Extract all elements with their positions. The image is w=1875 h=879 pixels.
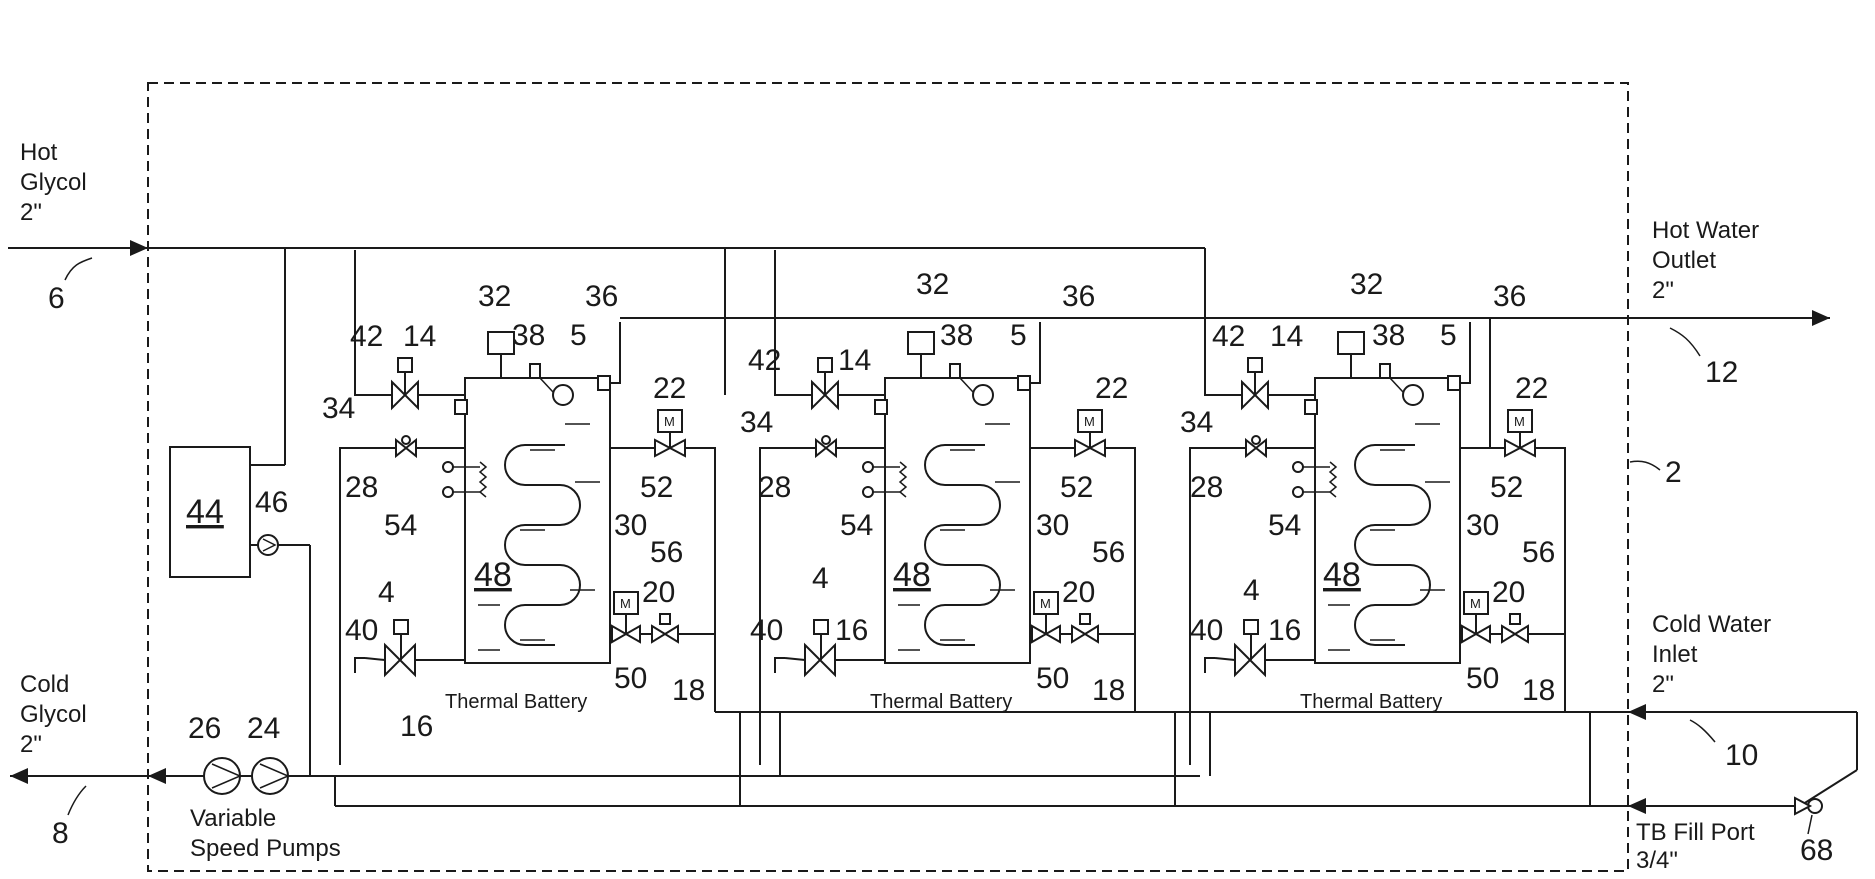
svg-text:16: 16 [1268,614,1301,647]
svg-text:50: 50 [1036,662,1069,695]
svg-text:56: 56 [650,536,683,569]
svg-text:14: 14 [403,320,436,353]
svg-text:Speed Pumps: Speed Pumps [190,835,341,862]
svg-text:32: 32 [916,268,949,301]
thermal-battery-label-1: Thermal Battery [445,691,587,713]
svg-text:40: 40 [1190,614,1223,647]
svg-text:50: 50 [1466,662,1499,695]
svg-text:18: 18 [672,674,705,707]
svg-text:22: 22 [1515,372,1548,405]
svg-text:56: 56 [1092,536,1125,569]
svg-text:42: 42 [1212,320,1245,353]
svg-text:28: 28 [1190,471,1223,504]
svg-text:28: 28 [345,471,378,504]
svg-text:Glycol: Glycol [20,169,87,196]
svg-text:56: 56 [1522,536,1555,569]
svg-text:20: 20 [1062,576,1095,609]
cold-water-label: Cold Water [1652,611,1771,638]
svg-text:36: 36 [585,280,618,313]
ref-46: 46 [255,486,288,519]
svg-text:42: 42 [350,320,383,353]
svg-text:38: 38 [512,319,545,352]
svg-text:4: 4 [1243,574,1260,607]
svg-text:5: 5 [1440,319,1457,352]
svg-text:18: 18 [1092,674,1125,707]
svg-text:22: 22 [653,372,686,405]
hot-glycol-label: Hot [20,139,58,166]
pump-24 [252,758,288,794]
svg-text:36: 36 [1493,280,1526,313]
svg-text:38: 38 [1372,319,1405,352]
ref-10: 10 [1725,739,1758,772]
svg-text:Inlet: Inlet [1652,641,1698,668]
svg-text:2": 2" [1652,671,1674,698]
svg-text:Outlet: Outlet [1652,247,1716,274]
svg-text:18: 18 [1522,674,1555,707]
svg-text:42: 42 [748,344,781,377]
svg-text:14: 14 [1270,320,1303,353]
hot-water-label: Hot Water [1652,217,1759,244]
svg-text:54: 54 [384,509,417,542]
svg-text:50: 50 [614,662,647,695]
svg-text:Glycol: Glycol [20,701,87,728]
ref-2: 2 [1665,456,1682,489]
ref-8: 8 [52,817,69,850]
svg-text:48: 48 [474,556,512,594]
svg-text:34: 34 [1180,406,1213,439]
svg-text:4: 4 [812,562,829,595]
svg-text:30: 30 [614,509,647,542]
svg-text:14: 14 [838,344,871,377]
pump-26 [204,758,240,794]
svg-text:16: 16 [835,614,868,647]
svg-text:2": 2" [20,199,42,226]
svg-text:48: 48 [1323,556,1361,594]
ref-26: 26 [188,712,221,745]
ref-12: 12 [1705,356,1738,389]
tb-fill-port-label: TB Fill Port [1636,819,1755,846]
svg-text:54: 54 [1268,509,1301,542]
thermal-battery-label-3: Thermal Battery [1300,691,1442,713]
thermal-battery-label-2: Thermal Battery [870,691,1012,713]
svg-text:28: 28 [758,471,791,504]
svg-text:38: 38 [940,319,973,352]
svg-text:2": 2" [1652,277,1674,304]
svg-text:40: 40 [750,614,783,647]
svg-text:16: 16 [400,710,433,743]
pumps-label: Variable [190,805,276,832]
svg-text:5: 5 [570,319,587,352]
controller-ref: 44 [186,493,224,531]
svg-text:30: 30 [1466,509,1499,542]
svg-text:52: 52 [1490,471,1523,504]
svg-text:32: 32 [1350,268,1383,301]
svg-text:36: 36 [1062,280,1095,313]
cold-glycol-label: Cold [20,671,69,698]
svg-text:40: 40 [345,614,378,647]
ref-68: 68 [1800,834,1833,867]
svg-text:52: 52 [640,471,673,504]
ref-24: 24 [247,712,280,745]
svg-text:20: 20 [642,576,675,609]
svg-text:32: 32 [478,280,511,313]
svg-text:30: 30 [1036,509,1069,542]
svg-text:5: 5 [1010,319,1027,352]
svg-text:4: 4 [378,576,395,609]
svg-text:48: 48 [893,556,931,594]
svg-text:22: 22 [1095,372,1128,405]
svg-text:20: 20 [1492,576,1525,609]
svg-text:2": 2" [20,731,42,758]
svg-text:34: 34 [740,406,773,439]
svg-text:52: 52 [1060,471,1093,504]
svg-text:34: 34 [322,392,355,425]
ref-6: 6 [48,282,65,315]
svg-text:3/4": 3/4" [1636,847,1678,874]
svg-text:54: 54 [840,509,873,542]
